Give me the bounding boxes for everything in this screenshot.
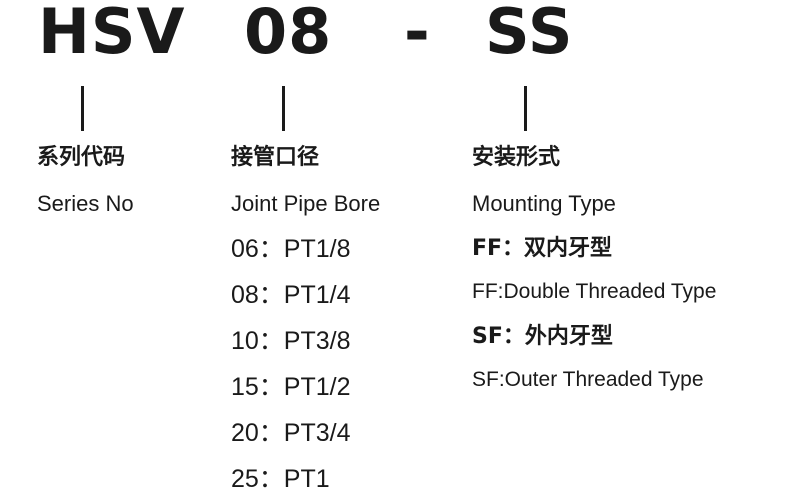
series-column: 系列代码 Series No [37, 140, 134, 218]
connector-line-series [81, 86, 84, 131]
mounting-heading-cn: 安装形式 [472, 145, 561, 170]
bore-option: 06：PT1/8 [231, 235, 351, 263]
bore-option: 15：PT1/2 [231, 373, 351, 401]
bore-heading-en: Joint Pipe Bore [231, 191, 381, 216]
mounting-option-key: SF：外内牙型 [472, 324, 613, 349]
mounting-column: 安装形式 Mounting Type FF：双内牙型 FF:Double Thr… [472, 140, 716, 394]
model-code-series: HSV [38, 0, 186, 68]
bore-option: 08：PT1/4 [231, 281, 351, 309]
bore-heading-cn: 接管口径 [231, 145, 320, 170]
series-heading-cn: 系列代码 [37, 145, 126, 170]
series-heading-en: Series No [37, 191, 134, 216]
bore-column: 接管口径 Joint Pipe Bore 06：PT1/8 08：PT1/4 1… [231, 140, 380, 494]
model-code-bore: 08 [244, 0, 333, 68]
mounting-option-key: FF：双内牙型 [472, 236, 613, 261]
connector-line-mounting [524, 86, 527, 131]
bore-option: 10：PT3/8 [231, 327, 351, 355]
mounting-option-desc: SF:Outer Threaded Type [472, 368, 704, 391]
model-code-mounting: SS [485, 0, 574, 68]
bore-option: 25：PT1 [231, 465, 330, 493]
model-code-dash: - [404, 0, 431, 68]
mounting-heading-en: Mounting Type [472, 191, 616, 216]
connector-line-bore [282, 86, 285, 131]
mounting-option-desc: FF:Double Threaded Type [472, 280, 717, 303]
bore-option: 20：PT3/4 [231, 419, 351, 447]
